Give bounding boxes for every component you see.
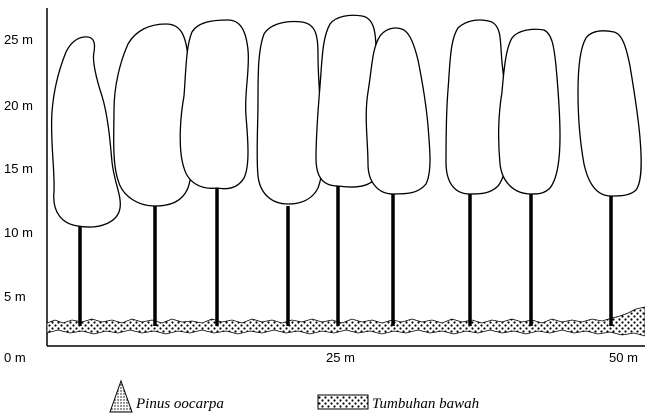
x-tick-label: 25 m bbox=[326, 351, 355, 365]
tree-3-crown bbox=[180, 20, 248, 189]
tree-icon bbox=[110, 381, 132, 412]
y-tick-label: 25 m bbox=[4, 33, 33, 47]
tree-4-crown bbox=[257, 22, 323, 205]
tree-2-crown bbox=[114, 24, 192, 206]
tree-8-crown bbox=[499, 29, 560, 194]
x-tick-label: 50 m bbox=[609, 351, 638, 365]
tree-9-crown bbox=[578, 31, 641, 196]
legend-label-pinus: Pinus oocarpa bbox=[136, 396, 224, 412]
undergrowth-layer bbox=[47, 307, 645, 336]
tree-6-crown bbox=[366, 28, 430, 194]
y-tick-label: 5 m bbox=[4, 290, 26, 304]
legend-label-undergrowth: Tumbuhan bawah bbox=[372, 396, 479, 412]
y-tick-label: 15 m bbox=[4, 162, 33, 176]
y-tick-label: 10 m bbox=[4, 226, 33, 240]
y-tick-label: 20 m bbox=[4, 99, 33, 113]
tree-1-crown bbox=[52, 37, 121, 227]
y-tick-label: 0 m bbox=[4, 351, 26, 365]
tree-7-crown bbox=[446, 20, 508, 194]
stipple-swatch bbox=[318, 395, 368, 409]
